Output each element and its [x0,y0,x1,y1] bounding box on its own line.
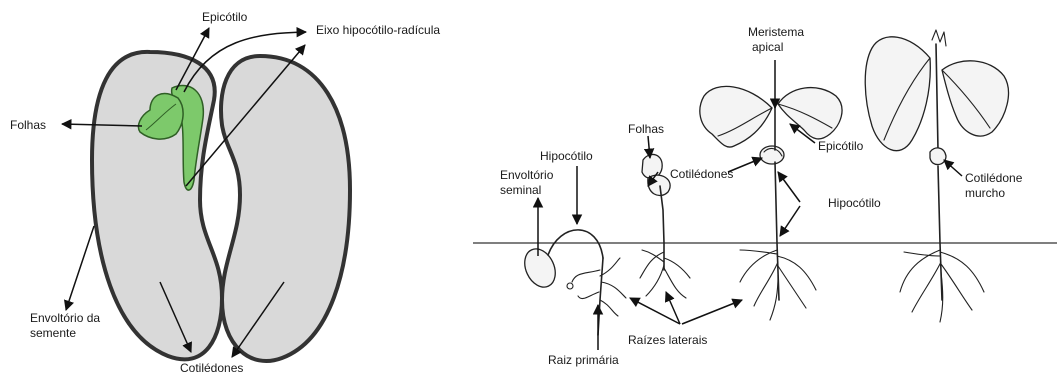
stage-3-plant [700,86,842,320]
label-seed-coat-2: semente [30,326,76,340]
label-hypocotyl-radicle-axis: Eixo hipocótilo-radícula [316,23,440,37]
label-lateral-roots: Raízes laterais [628,333,707,347]
arrow-seed-coat [66,226,94,310]
arrow-lateral-root-3 [682,300,742,324]
right-cotyledon [221,56,350,361]
label-withered-cotyledon-1: Cotilédone [965,171,1023,185]
arrow-hypocotyl-right-2 [780,206,800,236]
stage-1-seedling [519,230,626,335]
label-epicotyl-right: Epicótilo [818,139,864,153]
arrow-withered-cotyledon [944,160,962,176]
label-hypocotyl-top: Hipocótilo [540,149,593,163]
arrow-leaves-right [648,136,650,158]
arrow-lateral-root-2 [666,292,680,324]
label-leaves-right: Folhas [628,122,664,136]
arrow-hypocotyl-right-1 [778,172,800,202]
seed-diagram: Epicótilo Eixo hipocótilo-radícula Folha… [10,10,440,375]
label-seed-coat-right-1: Envoltório [500,168,554,182]
label-cotyledons-right: Cotilédones [670,167,733,181]
arrow-lateral-root-1 [630,298,680,324]
label-seed-coat-right-2: seminal [500,183,541,197]
label-apical-meristem-2: apical [752,40,783,54]
label-hypocotyl-right: Hipocótilo [828,196,881,210]
germination-diagram: Meristema apical Folhas Epicótilo Hipocó… [473,25,1057,367]
label-leaves: Folhas [10,118,46,132]
label-seed-coat-1: Envoltório da [30,311,100,325]
label-primary-root: Raiz primária [548,353,619,367]
label-cotyledons: Cotilédones [180,361,243,375]
label-apical-meristem-1: Meristema [748,25,804,39]
label-epicotyl: Epicótilo [202,10,248,24]
label-withered-cotyledon-2: murcho [965,186,1005,200]
